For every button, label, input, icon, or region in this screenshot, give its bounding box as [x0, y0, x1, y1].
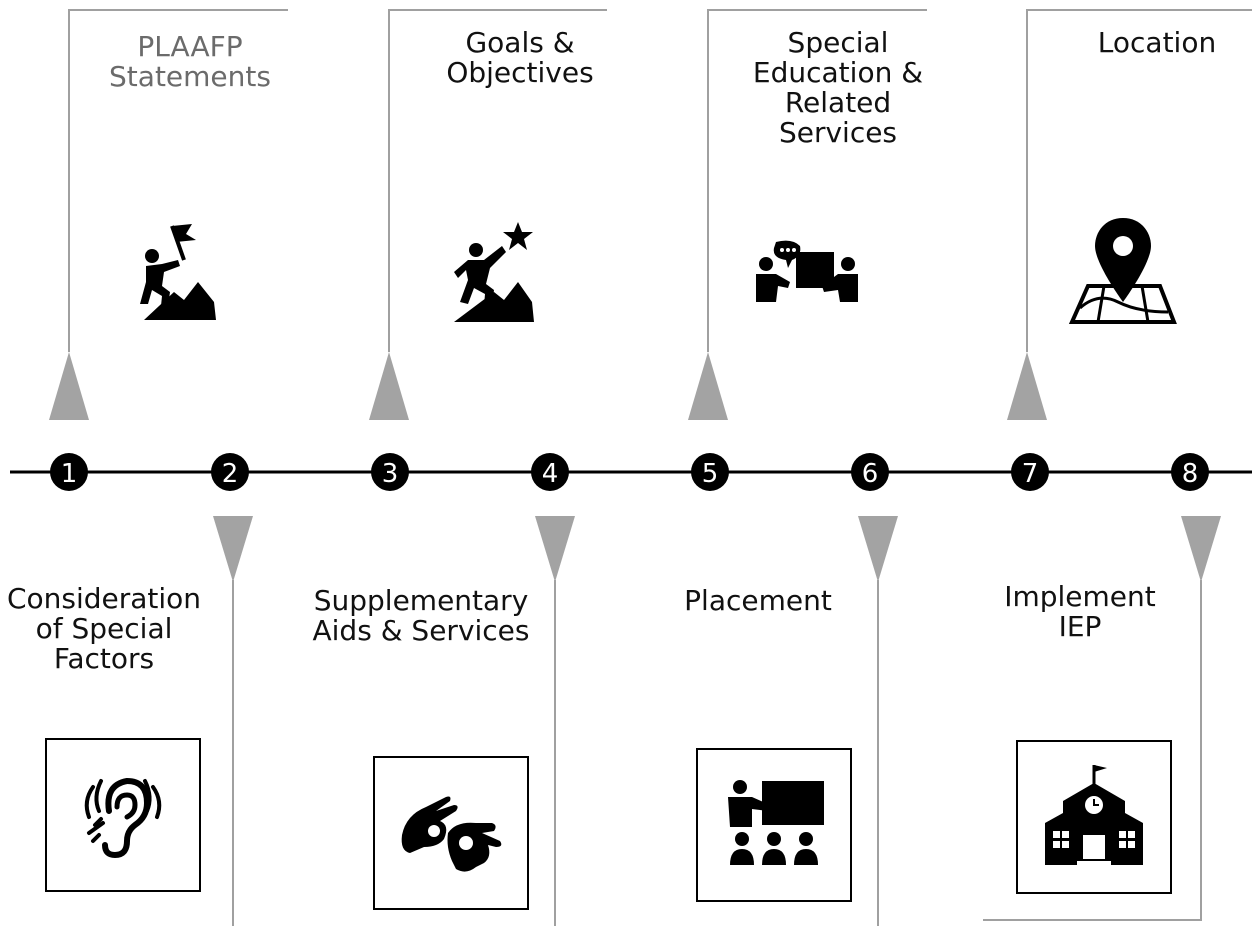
sign-language-icon — [401, 796, 502, 872]
step-marker-5: 5 — [691, 453, 729, 491]
arrow-up-step-3 — [369, 352, 409, 420]
step-marker-3: 3 — [371, 453, 409, 491]
mountain-flag-icon — [134, 220, 218, 324]
school-icon — [1045, 765, 1143, 865]
step-marker-2: 2 — [211, 453, 249, 491]
hearing-icon — [84, 777, 162, 859]
step-number-5: 5 — [702, 459, 719, 489]
arrow-up-step-5 — [688, 352, 728, 420]
connector-step-1 — [68, 9, 288, 352]
school-icon-box — [1016, 740, 1172, 894]
classroom-icon-box — [696, 748, 852, 902]
step-marker-8: 8 — [1171, 453, 1209, 491]
classroom-icon — [728, 780, 824, 865]
step-number-1: 1 — [61, 459, 78, 489]
step-number-4: 4 — [542, 459, 559, 489]
step-label-3: Goals & Objectives — [446, 26, 594, 89]
arrow-down-step-4 — [535, 516, 575, 582]
meeting-chat-icon — [754, 238, 860, 304]
connector-step-7 — [1026, 9, 1252, 352]
step-label-5: Special Education & Related Services — [752, 26, 924, 149]
arrow-down-step-8 — [1181, 516, 1221, 582]
step-label-6: Placement — [684, 584, 832, 617]
connector-step-5 — [707, 9, 927, 352]
connector-step-3 — [388, 9, 607, 352]
connector-step-8 — [983, 580, 1202, 921]
step-label-4: Supplementary Aids & Services — [312, 584, 530, 647]
step-label-2: Consideration of Special Factors — [6, 582, 202, 675]
arrow-down-step-6 — [858, 516, 898, 582]
step-number-6: 6 — [862, 459, 879, 489]
step-marker-4: 4 — [531, 453, 569, 491]
step-marker-6: 6 — [851, 453, 889, 491]
step-label-7: Location — [1097, 26, 1217, 59]
step-number-3: 3 — [382, 459, 399, 489]
arrow-down-step-2 — [213, 516, 253, 582]
hearing-icon-box — [45, 738, 201, 892]
step-marker-7: 7 — [1011, 453, 1049, 491]
map-pin-icon — [1068, 216, 1178, 326]
step-marker-1: 1 — [50, 453, 88, 491]
step-number-7: 7 — [1022, 459, 1039, 489]
step-number-8: 8 — [1182, 459, 1199, 489]
sign-language-icon-box — [373, 756, 529, 910]
step-label-1: PLAAFP Statements — [109, 30, 271, 93]
arrow-up-step-7 — [1007, 352, 1047, 420]
step-number-2: 2 — [222, 459, 239, 489]
mountain-star-icon — [450, 220, 536, 324]
arrow-up-step-1 — [49, 352, 89, 420]
step-label-8: Implement IEP — [1004, 580, 1156, 643]
